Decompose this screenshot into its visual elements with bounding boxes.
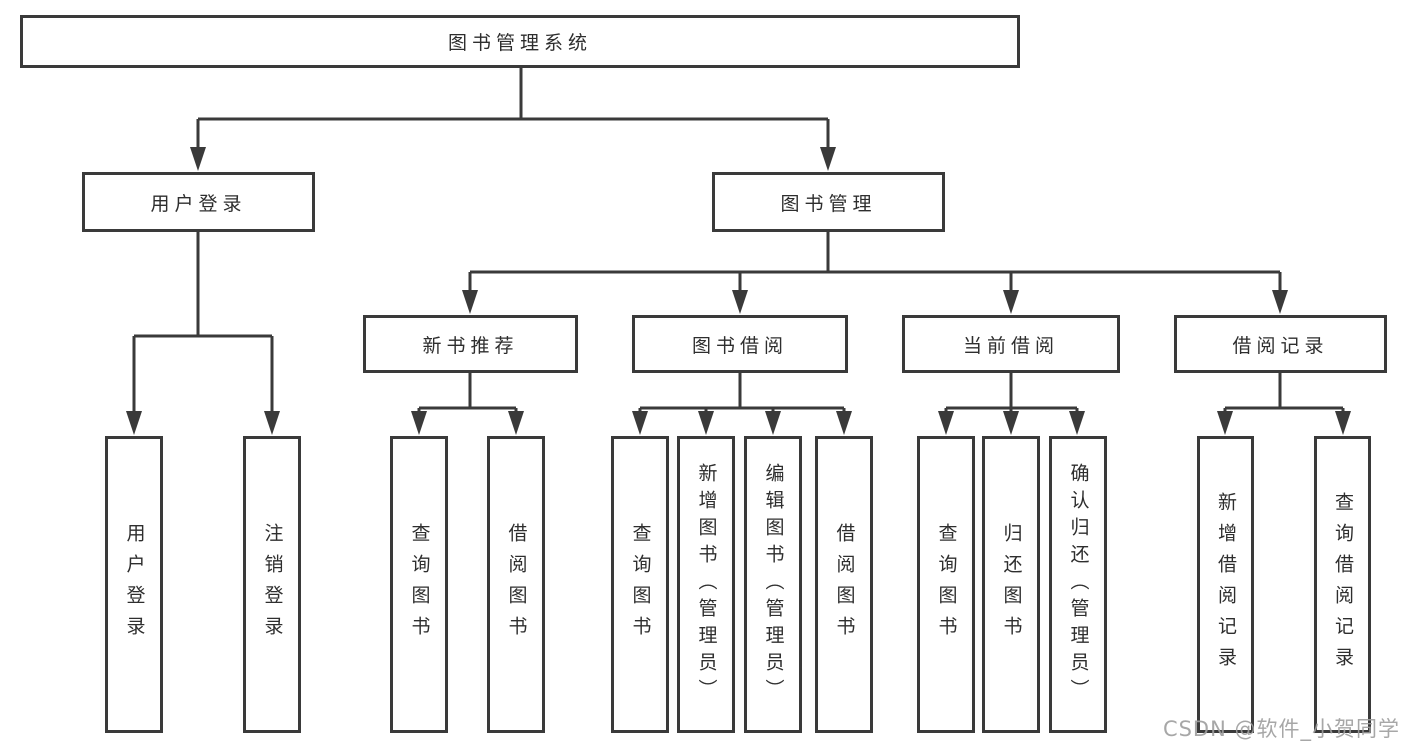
node-label: 新书推荐: [422, 334, 519, 357]
leaf-borrow-add-books-admin: 新增图书（管理员）: [677, 436, 735, 733]
node-label: 查询图书: [935, 522, 958, 647]
csdn-watermark: CSDN @软件_小贺同学: [1162, 717, 1400, 741]
node-label: 新增借阅记录: [1215, 491, 1237, 678]
node-new-book-recommend: 新书推荐: [363, 315, 578, 373]
node-label: 新增图书（管理员）: [695, 463, 718, 706]
arrow-down-icon: [462, 290, 478, 314]
node-label: 确认归还（管理员）: [1067, 463, 1090, 706]
node-book-management: 图书管理: [712, 172, 945, 232]
node-label: 注销登录: [261, 522, 284, 647]
arrow-down-icon: [1069, 411, 1085, 435]
node-label: 查询借阅记录: [1332, 491, 1354, 678]
node-label: 图书管理系统: [447, 32, 592, 54]
arrow-down-icon: [508, 411, 524, 435]
branch-book-management: [462, 232, 1288, 314]
leaf-borrow-borrow-books: 借阅图书: [815, 436, 873, 733]
arrow-down-icon: [190, 147, 206, 171]
arrow-down-icon: [1003, 290, 1019, 314]
leaf-newrec-borrow-books: 借阅图书: [487, 436, 545, 733]
node-label: 归还图书: [1000, 522, 1023, 647]
arrow-down-icon: [765, 411, 781, 435]
leaf-newrec-query-books: 查询图书: [390, 436, 448, 733]
arrow-down-icon: [411, 411, 427, 435]
node-label: 用户登录: [123, 522, 146, 647]
leaf-borrow-query-books: 查询图书: [611, 436, 669, 733]
node-label: 借阅图书: [833, 522, 856, 647]
arrow-down-icon: [1003, 411, 1019, 435]
arrow-down-icon: [820, 147, 836, 171]
leaf-current-return-books: 归还图书: [982, 436, 1040, 733]
node-label: 查询图书: [629, 522, 652, 647]
node-library-system: 图书管理系统: [20, 15, 1020, 68]
node-label: 图书借阅: [691, 334, 788, 357]
branch-user-login: [126, 232, 280, 435]
branch-current-borrowing: [938, 373, 1085, 435]
arrow-down-icon: [264, 411, 280, 435]
node-label: 借阅记录: [1232, 334, 1329, 357]
arrow-down-icon: [938, 411, 954, 435]
arrow-down-icon: [1217, 411, 1233, 435]
node-label: 用户登录: [150, 192, 247, 215]
arrow-down-icon: [836, 411, 852, 435]
leaf-records-add-record: 新增借阅记录: [1197, 436, 1254, 733]
arrow-down-icon: [732, 290, 748, 314]
leaf-user-login: 用户登录: [105, 436, 163, 733]
node-current-borrowing: 当前借阅: [902, 315, 1120, 373]
arrow-down-icon: [126, 411, 142, 435]
arrow-down-icon: [1335, 411, 1351, 435]
arrow-down-icon: [632, 411, 648, 435]
leaf-current-confirm-return-admin: 确认归还（管理员）: [1049, 436, 1107, 733]
leaf-logout-login: 注销登录: [243, 436, 301, 733]
node-label: 图书管理: [780, 192, 877, 215]
node-borrowing-records: 借阅记录: [1174, 315, 1387, 373]
node-book-borrowing: 图书借阅: [632, 315, 848, 373]
branch-root: [190, 68, 836, 171]
node-label: 查询图书: [408, 522, 431, 647]
arrow-down-icon: [1272, 290, 1288, 314]
node-label: 借阅图书: [505, 522, 528, 647]
arrow-down-icon: [698, 411, 714, 435]
branch-new-book-recommend: [411, 373, 524, 435]
node-user-login: 用户登录: [82, 172, 315, 232]
branch-borrowing-records: [1217, 373, 1351, 435]
branch-book-borrowing: [632, 373, 852, 435]
leaf-records-query-record: 查询借阅记录: [1314, 436, 1371, 733]
leaf-current-query-books: 查询图书: [917, 436, 975, 733]
node-label: 当前借阅: [962, 334, 1059, 357]
node-label: 编辑图书（管理员）: [762, 463, 785, 706]
leaf-borrow-edit-books-admin: 编辑图书（管理员）: [744, 436, 802, 733]
